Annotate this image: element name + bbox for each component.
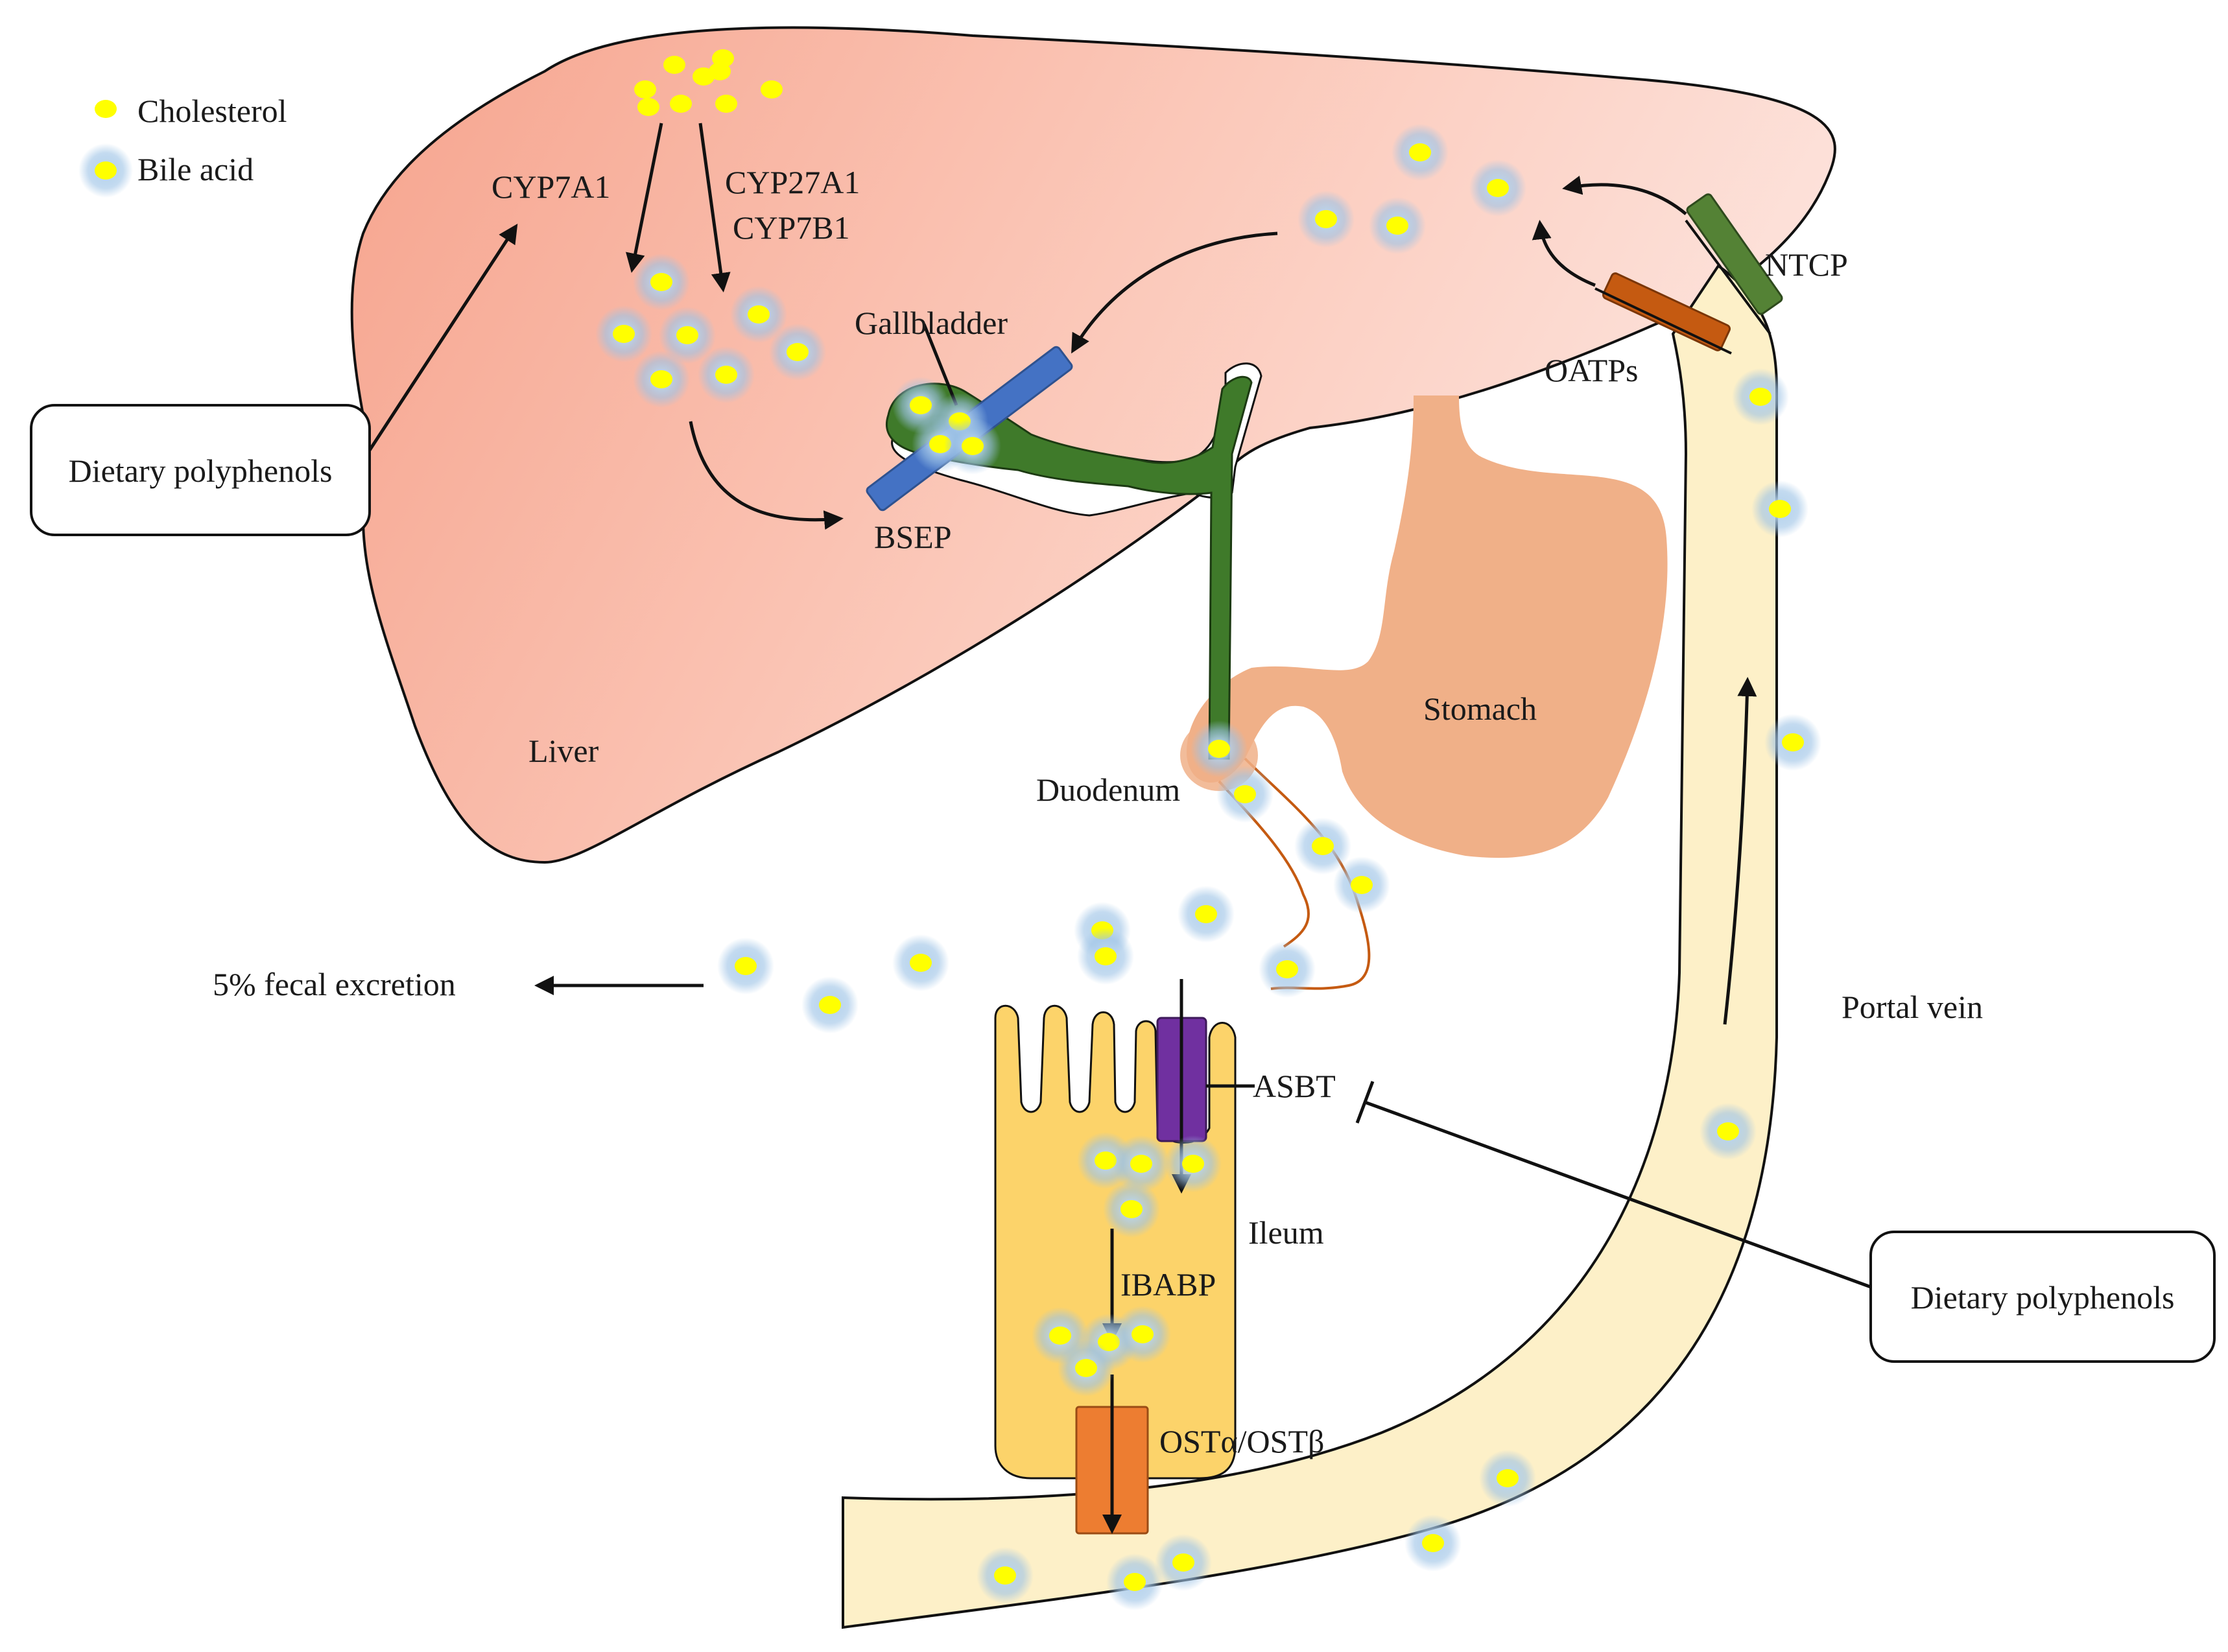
arrow-oatps-in bbox=[1532, 220, 1596, 287]
bile-acid-dot bbox=[1369, 197, 1426, 254]
arrows bbox=[355, 123, 1871, 1534]
bile-acid-dot bbox=[944, 418, 1001, 475]
legend: Cholesterol Bile acid bbox=[78, 93, 287, 198]
label-ibabp: IBABP bbox=[1120, 1266, 1216, 1303]
arrow-portal-up bbox=[1723, 677, 1757, 1025]
bile-acid-dot bbox=[1103, 1181, 1160, 1238]
bile-acid-dot bbox=[1294, 818, 1351, 875]
bile-acid-dot bbox=[1155, 1534, 1212, 1591]
arrow-cholesterol-cyp27a1 bbox=[698, 123, 731, 292]
cholesterol-dot bbox=[712, 49, 734, 67]
bile-acid-dot bbox=[1058, 1339, 1115, 1397]
bile-acid-dot bbox=[977, 1547, 1034, 1604]
bile-acid-dot bbox=[730, 286, 787, 343]
label-bsep: BSEP bbox=[874, 519, 952, 555]
label-fecal-excretion: 5% fecal excretion bbox=[213, 966, 456, 1002]
arrow-polyphenols-cyp7a1 bbox=[355, 223, 518, 471]
label-cyp7b1: CYP7B1 bbox=[733, 209, 850, 246]
cholesterol-dot bbox=[634, 80, 656, 99]
legend-cholesterol-dot bbox=[95, 100, 117, 118]
cholesterol-dot bbox=[761, 80, 783, 99]
polyphenols-box-right-label: Dietary polyphenols bbox=[1911, 1279, 2175, 1316]
polyphenols-box-left: Dietary polyphenols bbox=[30, 404, 371, 536]
polyphenols-box-left-label: Dietary polyphenols bbox=[69, 453, 333, 489]
bile-acid-dot bbox=[1077, 928, 1134, 985]
cholesterol-dot bbox=[637, 98, 659, 116]
cholesterol-dot bbox=[693, 67, 715, 86]
label-portal-vein: Portal vein bbox=[1842, 989, 1983, 1025]
ntcp-line bbox=[1685, 219, 1772, 335]
cholesterol-dot bbox=[670, 95, 692, 113]
label-gallbladder: Gallbladder bbox=[855, 305, 1008, 341]
bile-acid-dot bbox=[717, 938, 774, 995]
label-ntcp: NTCP bbox=[1765, 246, 1848, 283]
bile-acid-dot bbox=[1114, 1306, 1171, 1363]
bile-acid-dot bbox=[1333, 856, 1390, 914]
bile-acid-dot bbox=[633, 254, 690, 311]
legend-bile-label: Bile acid bbox=[137, 151, 254, 187]
bile-acid-dot bbox=[1700, 1103, 1757, 1160]
bile-acid-dot bbox=[1732, 368, 1789, 425]
molecule-dots bbox=[595, 49, 1821, 1611]
cholesterol-dot bbox=[663, 56, 685, 74]
bile-acid-dot bbox=[1216, 766, 1274, 823]
bile-acid-dot bbox=[892, 934, 949, 991]
label-liver: Liver bbox=[528, 733, 599, 769]
ntcp-transporter bbox=[1686, 193, 1783, 315]
stomach-shape bbox=[1187, 395, 1668, 858]
portal-vein bbox=[842, 264, 1778, 1629]
bile-acid-dot bbox=[659, 307, 716, 364]
polyphenols-box-left-frame bbox=[30, 404, 371, 536]
oatps-line bbox=[1594, 287, 1732, 355]
bile-acid-dot bbox=[801, 976, 859, 1033]
bile-acid-dot bbox=[1404, 1515, 1462, 1572]
label-ost: OSTα/OSTβ bbox=[1159, 1423, 1324, 1459]
gallbladder-pointer bbox=[922, 324, 958, 406]
cholesterol-dot bbox=[715, 95, 737, 113]
bile-acid-dot bbox=[1298, 191, 1355, 248]
duodenum-outline bbox=[1244, 757, 1371, 990]
inhibit-line-polyphenols-asbt bbox=[1364, 1100, 1871, 1289]
bile-acid-dot bbox=[1178, 886, 1235, 943]
arrow-ntcp-in bbox=[1562, 175, 1687, 215]
polyphenols-box-right: Dietary polyphenols bbox=[1869, 1231, 2216, 1363]
bile-acid-dot bbox=[1479, 1450, 1536, 1507]
bile-acid-dot bbox=[769, 324, 826, 381]
bile-acid-dot bbox=[1764, 714, 1821, 771]
label-ileum: Ileum bbox=[1248, 1214, 1324, 1251]
bile-acid-dot bbox=[1469, 159, 1526, 217]
bile-acid-dot bbox=[698, 346, 755, 403]
label-asbt: ASBT bbox=[1253, 1068, 1336, 1104]
label-oatps: OATPs bbox=[1545, 352, 1638, 388]
legend-cholesterol-label: Cholesterol bbox=[137, 93, 287, 129]
bile-acid-dot bbox=[1113, 1135, 1170, 1192]
bile-acid-dot bbox=[1751, 480, 1808, 537]
bile-acid-dot bbox=[1106, 1553, 1163, 1611]
label-cyp27a1: CYP27A1 bbox=[725, 164, 860, 200]
arrow-to-bsep bbox=[689, 421, 844, 530]
polyphenols-box-right-frame bbox=[1869, 1231, 2216, 1363]
label-cyp7a1: CYP7A1 bbox=[492, 169, 610, 205]
bile-acid-dot bbox=[1165, 1135, 1222, 1192]
inhibit-bar bbox=[1355, 1081, 1375, 1124]
bile-acid-dot bbox=[1259, 941, 1316, 998]
bile-acid-dot bbox=[595, 305, 652, 362]
oatps-transporter bbox=[1602, 272, 1731, 351]
arrow-cholesterol-cyp7a1 bbox=[625, 123, 663, 273]
label-stomach: Stomach bbox=[1423, 690, 1537, 727]
arrow-recycle-to-gallbladder bbox=[1071, 231, 1278, 354]
label-duodenum: Duodenum bbox=[1036, 772, 1180, 808]
legend-bile-dot bbox=[95, 161, 117, 180]
bile-acid-dot bbox=[1191, 720, 1248, 777]
bile-acid-dot bbox=[633, 351, 690, 408]
bile-acid-dot bbox=[1392, 124, 1449, 181]
